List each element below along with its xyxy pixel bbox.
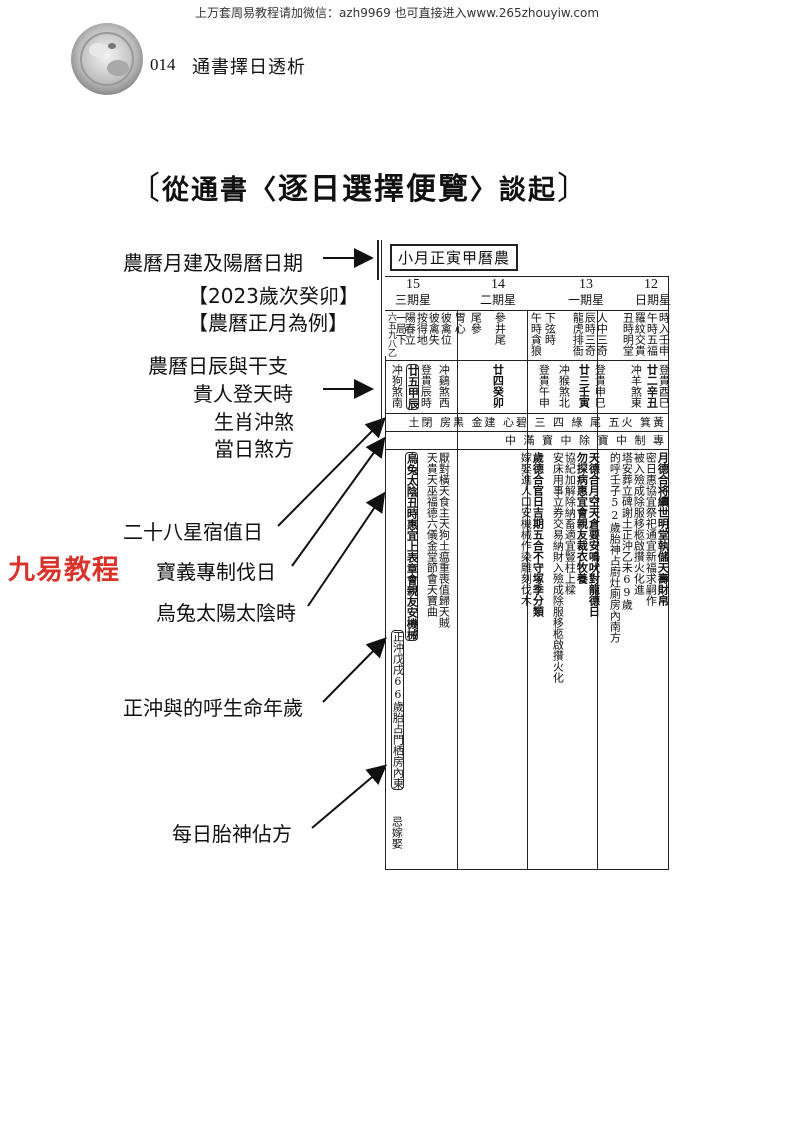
- body-col: 月德合将續世明堂執儲天壽財帛: [656, 452, 670, 606]
- clash-fetus-col: 正沖戊戌66歲胎占門栖房內東: [391, 630, 405, 790]
- top-col: 彼禽失: [427, 312, 441, 345]
- watermark: 九易教程: [8, 555, 120, 586]
- branch-col: 冲猴煞北: [557, 364, 571, 408]
- label-zodiac-clash: 生肖沖煞: [214, 410, 294, 434]
- top-col: 一局下: [394, 312, 408, 345]
- branch-col: 廿四癸卯: [491, 364, 505, 408]
- arrow-fetus: [311, 764, 388, 829]
- body-col: 忌嫁娶: [390, 816, 404, 849]
- day-num-12: 12: [644, 277, 658, 292]
- day-week-14: 二期星: [479, 293, 516, 307]
- body-col: 勿探病惠宜會親友裁衣牧養: [575, 452, 589, 584]
- label-example: 【農曆正月為例】: [188, 311, 348, 335]
- month-box: 小月正寅甲曆農: [390, 244, 519, 271]
- title-pre: 從通書〈: [162, 175, 279, 206]
- branch-col: 登貴酉巳: [657, 364, 671, 408]
- top-col: 辰時三奇: [583, 312, 597, 356]
- branch-col: 登貴午申: [537, 364, 551, 408]
- branch-col: 登貴申巳: [593, 364, 607, 408]
- star28-row: 土閉 房黑 金建 心碧 三 四 綠 尾 五火 箕黃: [408, 416, 666, 429]
- top-col: 胃心: [453, 312, 467, 334]
- label-sun-moon: 烏兔太陽太陰時: [156, 601, 296, 625]
- branch-col-highlight: 廿五甲辰: [406, 364, 420, 410]
- body-col: 的呼壬子52歲胎神占廚灶廁房內南方: [608, 452, 622, 643]
- title-post: 〉談起: [470, 175, 558, 206]
- body-col: 塔安葬立碑謝土正沖乙未69歲: [620, 452, 634, 610]
- top-col: 參井尾: [493, 312, 507, 345]
- branch-col: 冲鷄煞西: [437, 364, 451, 408]
- label-bao: 寶義專制伐日: [156, 560, 276, 584]
- label-clash-age: 正沖與的呼生命年歲: [123, 696, 303, 720]
- body-col: 天貴天巫福德六儀金堂節會天寶曲: [425, 452, 439, 617]
- body-col: 密日惠協宜祭祀通宜新福求嗣作: [644, 452, 658, 606]
- top-col: 尾參: [469, 312, 483, 334]
- body-col: 厭對橫天食主天狗土瘟重喪值歸天賊: [437, 452, 451, 628]
- label-month: 農曆月建及陽曆日期: [123, 251, 303, 275]
- day-week-13: 一期星: [567, 293, 604, 307]
- top-banner: 上万套周易教程请加微信：azh9969 也可直接进入www.265zhouyiw…: [194, 6, 600, 20]
- label-day-branch: 農曆日辰與干支: [148, 354, 288, 378]
- day-week-15: 三期星: [394, 293, 431, 307]
- branch-col: 冲羊煞東: [629, 364, 643, 408]
- top-col: 羅紋交貴: [633, 312, 647, 356]
- top-col: 下弦時: [543, 312, 557, 345]
- top-col: 午時貪狼: [529, 312, 543, 356]
- day-num-13: 13: [579, 277, 593, 292]
- branch-col: 冲狗煞南: [390, 364, 404, 408]
- body-col: 被入殮成除服移柩啟攢火化進: [632, 452, 646, 595]
- body-col: 天德合月空天倉要安鳴吠對龍德日: [587, 452, 601, 617]
- top-col: 六五九八乙: [386, 312, 396, 357]
- section-title: 〔從通書〈逐日選擇便覽〉談起〕: [128, 163, 591, 209]
- title-main: 逐日選擇便覽: [278, 172, 471, 207]
- arrow-sun-moon: [307, 491, 386, 607]
- sun-moon-col: 烏兔太陰丑時惠宜上表章會親友安機械: [405, 452, 419, 641]
- title-close-bracket: 〕: [557, 169, 592, 207]
- book-logo-icon: [71, 23, 143, 95]
- body-col: 安床用事立券交易納財入殮成除服移柩啟攢火化: [551, 452, 565, 683]
- day-week-12: 日期星: [634, 293, 671, 307]
- label-fetus: 每日胎神佔方: [172, 822, 292, 846]
- arrow-clash-age: [322, 637, 387, 703]
- bao-row: 中 滿 寶 中 除 寶 中 制 專: [505, 434, 666, 447]
- title-open-bracket: 〔: [128, 169, 163, 207]
- day-num-15: 15: [406, 277, 420, 292]
- top-col: 按得地: [415, 312, 429, 345]
- top-col: 陽春立: [403, 312, 417, 345]
- branch-col: 廿三壬寅: [577, 364, 591, 408]
- branch-col: 廿二辛丑: [645, 364, 659, 408]
- top-col: 丑時明堂: [621, 312, 635, 356]
- label-year: 【2023歲次癸卯】: [188, 284, 359, 308]
- top-col: 午時五福: [645, 312, 659, 356]
- body-col: 嫁娶進人口安機械作染雕刻伐木: [519, 452, 533, 606]
- body-col: 歲德合官日吉期五合不守塚季分類: [531, 452, 545, 617]
- top-col: 時入壬申: [657, 312, 671, 356]
- body-col: 協紀加解除納畜適宜豎柱上樑: [563, 452, 577, 595]
- branch-col: 登貴辰時: [419, 364, 433, 408]
- arrow-bao: [291, 436, 386, 567]
- label-sha: 當日煞方: [214, 437, 294, 461]
- label-star28: 二十八星宿值日: [123, 520, 263, 544]
- page-title: 通書擇日透析: [192, 57, 306, 78]
- label-noble: 貴人登天時: [193, 382, 293, 406]
- almanac-panel: [377, 238, 669, 870]
- top-col: 人中三奇: [595, 312, 609, 356]
- page-number: 014: [150, 55, 176, 74]
- day-num-14: 14: [491, 277, 505, 292]
- top-col: 龍虎排衙: [571, 312, 585, 356]
- top-col: 彼禽位: [439, 312, 453, 345]
